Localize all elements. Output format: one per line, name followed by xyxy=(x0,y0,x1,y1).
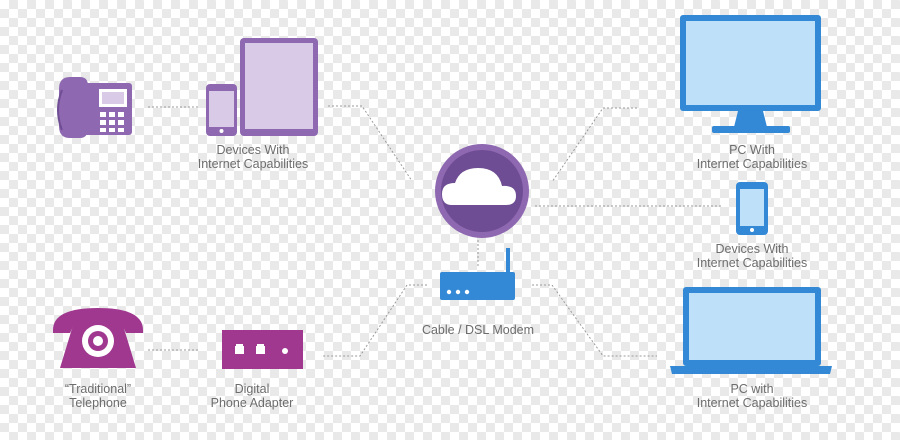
cloud-icon xyxy=(435,144,529,238)
devices-top-left-label: Devices With Internet Capabilities xyxy=(183,143,323,171)
label-line: Digital xyxy=(234,382,270,396)
monitor-icon xyxy=(680,15,821,133)
laptop-icon xyxy=(670,287,832,374)
adapter-label: Digital Phone Adapter xyxy=(192,382,312,410)
connector-lines xyxy=(148,105,722,357)
modem-icon xyxy=(440,248,515,300)
devices-right-label: Devices With Internet Capabilities xyxy=(682,242,822,270)
label-line: “Traditional” xyxy=(64,382,132,396)
connector-pc-cloud xyxy=(551,107,637,183)
label-line: Devices With xyxy=(715,242,789,256)
label-line: Internet Capabilities xyxy=(696,256,808,270)
connector-modem-laptop xyxy=(532,284,657,357)
label-line: PC with xyxy=(730,382,774,396)
smartphone-icon xyxy=(206,84,237,136)
pc-bottom-right-label: PC with Internet Capabilities xyxy=(682,382,822,410)
pc-top-right-label: PC With Internet Capabilities xyxy=(682,143,822,171)
phone-adapter-icon xyxy=(222,330,303,369)
smartphone-icon xyxy=(736,182,768,235)
label-line: Phone Adapter xyxy=(210,396,294,410)
label-line: Internet Capabilities xyxy=(696,396,808,410)
label-line: Internet Capabilities xyxy=(696,157,808,171)
label-line: PC With xyxy=(729,143,775,157)
modem-label: Cable / DSL Modem xyxy=(398,323,558,337)
telephone-label: “Traditional” Telephone xyxy=(48,382,148,410)
connector-tablet-cloud xyxy=(328,105,413,182)
label-line: Devices With xyxy=(216,143,290,157)
label-line: Internet Capabilities xyxy=(197,157,309,171)
rotary-phone-icon xyxy=(53,308,143,368)
label-line: Telephone xyxy=(69,396,127,410)
label-line: Cable / DSL Modem xyxy=(421,323,535,337)
tablet-icon xyxy=(240,38,318,136)
office-phone-icon xyxy=(57,77,132,138)
connector-modem-adapter xyxy=(321,284,427,357)
